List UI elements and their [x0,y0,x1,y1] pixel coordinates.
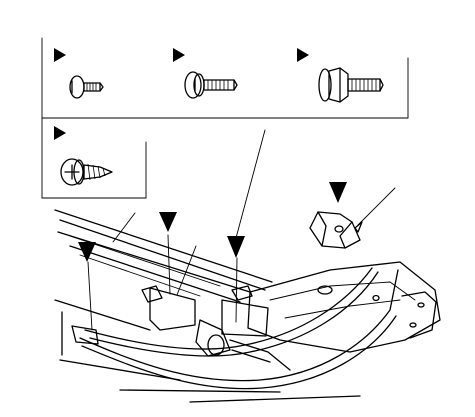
cable-upper [84,267,373,350]
legend-frame-lower [41,117,147,199]
legend-frame [41,37,409,119]
flat-washer-head-bolt-icon [173,48,238,99]
triangle-pointer-icon [329,182,347,203]
upper-rail [54,209,273,303]
frame-body [54,299,361,403]
leader-line [112,212,136,243]
triangle-pointer-icon [227,236,245,258]
triangle-pointer-icon [159,212,177,232]
fastener-legend [41,37,409,199]
pan-head-screw-with-washer-icon [54,48,104,99]
cable-clip [309,211,361,249]
triangle-pointer-icon [54,48,66,62]
leader-line [235,129,266,239]
assembly-illustration [54,209,441,403]
triangle-pointer-icon [297,48,309,62]
callout-leaders [87,129,396,331]
leader-line [357,187,396,226]
latch-block [141,285,196,331]
leader-line [87,261,93,331]
leader-line [167,234,171,295]
leader-line [176,245,197,296]
triangle-pointer-icon [78,242,96,262]
triangle-pointer-icon [54,126,66,140]
cable-lower [79,269,399,382]
self-tapping-screw-icon [54,126,113,186]
mounting-plate [247,261,441,353]
flange-hex-bolt-icon [297,48,384,103]
fastener-markers [78,182,347,262]
triangle-pointer-icon [173,48,185,62]
